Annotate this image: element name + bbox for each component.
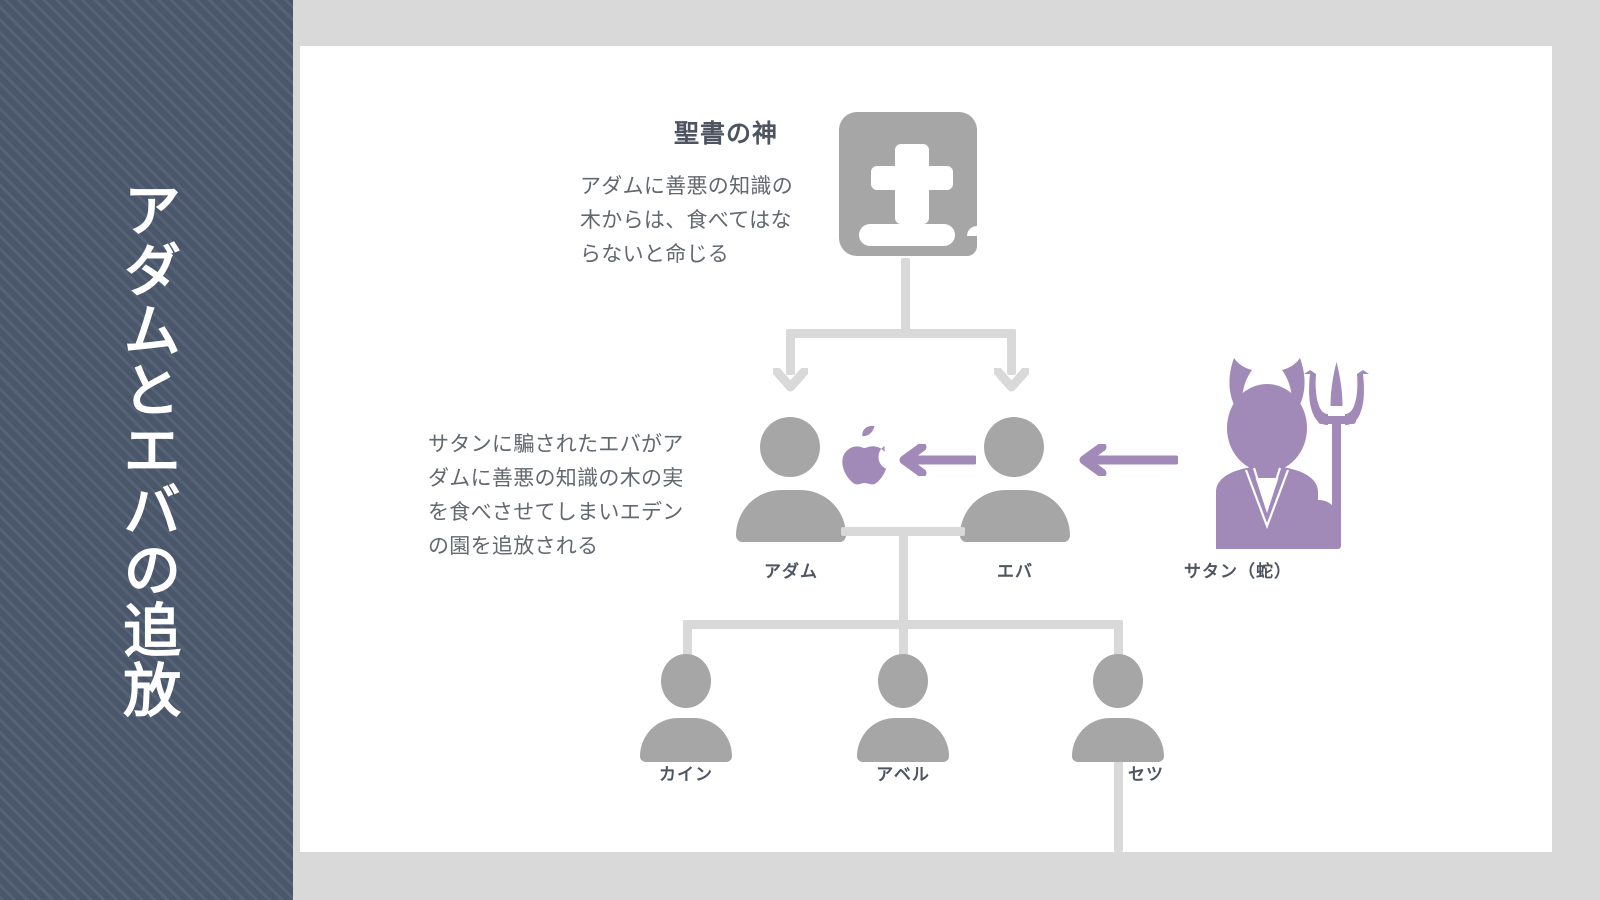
arrow-down-icon	[994, 368, 1029, 394]
god-heading: 聖書の神	[674, 120, 779, 148]
label-seth: セツ	[1128, 765, 1164, 784]
connector-god-left-drop	[786, 329, 795, 375]
arrow-down-icon	[773, 368, 808, 394]
person-icon-adam	[736, 417, 846, 542]
label-adam: アダム	[764, 562, 818, 581]
connector-child-drop-seth	[1114, 620, 1123, 666]
connector-marriage-drop	[899, 527, 908, 624]
person-head	[878, 654, 928, 708]
label-satan: サタン（蛇）	[1184, 562, 1292, 581]
connector-god-stem	[901, 258, 910, 334]
eve-note-description: サタンに騙されたエバがアダムに善悪の知識の木の実を食べさせてしまいエデンの園を追…	[428, 433, 684, 559]
diagram-card: 聖書の神 アダムに善悪の知識の木からは、食べてはならないと命じる	[300, 46, 1552, 852]
connector-god-right-drop	[1007, 329, 1016, 375]
person-icon-seth	[1072, 654, 1164, 762]
label-abel: アベル	[876, 765, 930, 784]
label-cain: カイン	[659, 765, 713, 784]
person-icon-eve	[960, 417, 1070, 542]
bible-icon	[839, 108, 977, 265]
person-body	[1072, 718, 1164, 762]
person-body	[736, 490, 846, 542]
connector-child-drop-cain	[683, 620, 692, 666]
connector-god-bar	[786, 329, 1016, 338]
devil-icon-satan	[1172, 344, 1377, 554]
sidebar: アダムとエバの追放	[0, 0, 293, 900]
person-icon-cain	[640, 654, 732, 762]
god-description: アダムに善悪の知識の木からは、食べてはならないと命じる	[580, 175, 793, 267]
slide-title: アダムとエバの追放	[114, 180, 180, 720]
person-body	[857, 718, 949, 762]
person-body	[960, 490, 1070, 542]
arrow-left-icon-eve-to-adam	[898, 444, 976, 476]
connector-seth-descendants	[1114, 732, 1123, 852]
connector-child-drop-abel	[899, 620, 908, 666]
person-head	[760, 417, 820, 477]
person-icon-abel	[857, 654, 949, 762]
person-body	[640, 718, 732, 762]
person-head	[984, 417, 1044, 477]
label-eve: エバ	[997, 562, 1033, 581]
person-head	[661, 654, 711, 708]
arrow-left-icon-satan-to-eve	[1078, 444, 1178, 476]
person-head	[1093, 654, 1143, 708]
apple-icon	[836, 424, 898, 491]
